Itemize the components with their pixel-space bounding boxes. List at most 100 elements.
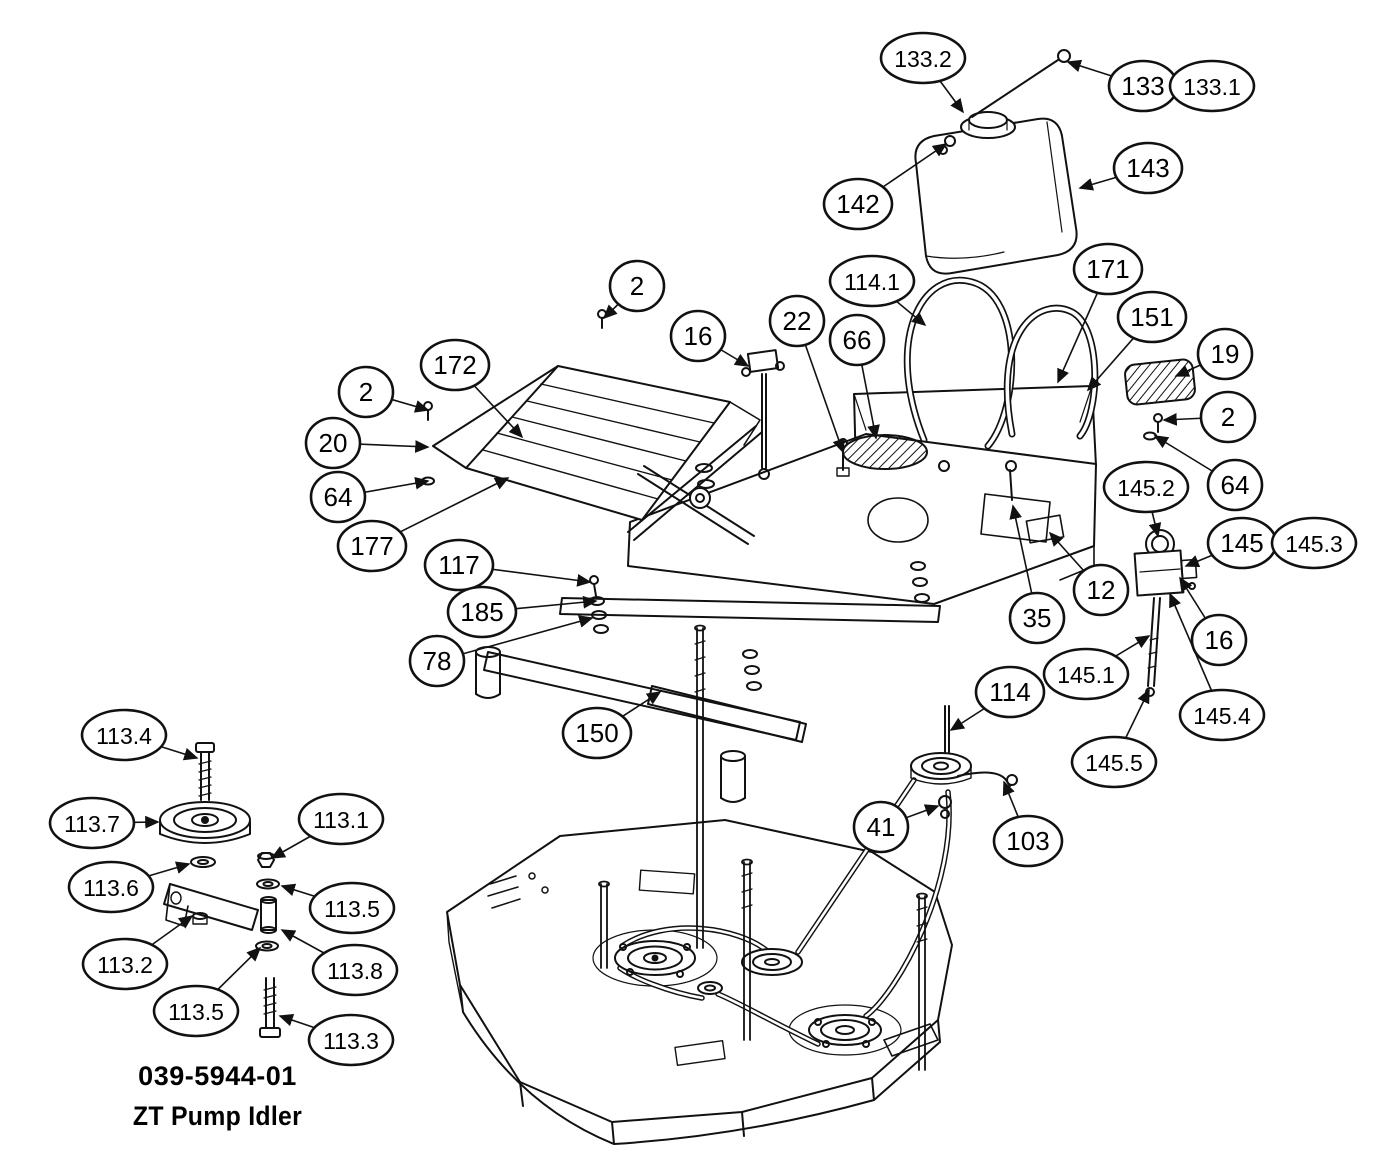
- frame-platform: [627, 433, 1097, 605]
- callout-balloon: 113.1: [297, 792, 385, 846]
- callout-balloon: 20: [304, 416, 362, 470]
- callout-label: 2: [359, 377, 373, 407]
- callout-balloon: 177: [336, 519, 408, 573]
- idler-pulley: [159, 801, 251, 844]
- callout-label: 113.5: [324, 896, 380, 922]
- callout-label: 113.7: [64, 811, 120, 837]
- callout-label: 133.1: [1183, 74, 1241, 100]
- idler-bolt-bottom: [259, 977, 281, 1038]
- callout-balloon: 66: [828, 313, 886, 367]
- callout-label: 113.5: [168, 999, 224, 1025]
- callout-balloon: 145.4: [1178, 688, 1266, 742]
- callout-label: 2: [630, 271, 644, 301]
- callout-balloon: 145: [1206, 516, 1278, 570]
- callout-label: 133.2: [894, 46, 952, 72]
- callout-balloon: 151: [1116, 290, 1188, 344]
- callout-label: 113.2: [97, 952, 153, 978]
- callout-balloon: 16: [669, 309, 727, 363]
- fuel-tank: [914, 49, 1078, 275]
- callout-label: 177: [350, 531, 393, 561]
- callout-balloon: 16: [1190, 613, 1248, 667]
- idler-bolt-top: [195, 742, 215, 801]
- callout-balloon: 64: [1206, 458, 1264, 512]
- callout-label: 16: [1205, 625, 1234, 655]
- callout-balloon: 35: [1008, 591, 1066, 645]
- callout-label: 145.4: [1193, 703, 1251, 729]
- callout-label: 143: [1126, 153, 1169, 183]
- callout-balloon: 114: [974, 665, 1046, 719]
- callout-balloon: 145.3: [1270, 516, 1358, 570]
- callout-balloon: 113.2: [81, 937, 169, 991]
- foot-pad: [1124, 358, 1196, 441]
- callout-label: 22: [783, 306, 812, 336]
- callout-balloon: 113.5: [152, 984, 240, 1038]
- mower-deck: [446, 819, 953, 1145]
- callout-balloon: 171: [1072, 242, 1144, 296]
- pump-rod: [1145, 597, 1161, 697]
- callout-label: 117: [438, 550, 479, 580]
- callout-balloon: 78: [408, 634, 466, 688]
- frame-rails: [475, 575, 941, 803]
- callout-balloon: 185: [446, 585, 518, 639]
- deck-logo: [487, 872, 549, 909]
- washer-64-right: [1143, 431, 1157, 441]
- callout-balloon: 19: [1196, 327, 1254, 381]
- part-number: 039-5944-01: [138, 1061, 297, 1091]
- callout-label: 66: [843, 325, 872, 355]
- idler-washer-lower: [255, 940, 279, 952]
- callout-balloon: 2: [608, 259, 666, 313]
- idler-nut: [938, 795, 952, 809]
- callout-label: 113.3: [323, 1028, 379, 1054]
- callout-label: 142: [836, 189, 879, 219]
- callout-label: 16: [684, 321, 713, 351]
- washer-stack-right: [742, 649, 762, 691]
- callout-balloon: 113.5: [308, 881, 396, 935]
- callout-balloon: 142: [822, 177, 894, 231]
- callout-balloon: 133: [1107, 59, 1179, 113]
- callout-label: 171: [1086, 254, 1129, 284]
- callout-balloon: 2: [1199, 390, 1257, 444]
- callout-label: 145.5: [1085, 750, 1143, 776]
- callout-balloon: 145.2: [1102, 460, 1190, 514]
- seat-plate: [421, 309, 761, 521]
- rail-bolt-stack: [589, 575, 609, 634]
- callout-label: 12: [1087, 575, 1116, 605]
- callout-label: 114.1: [844, 269, 900, 295]
- deck-handle: [883, 1023, 939, 1057]
- title-block: 039-5944-01 ZT Pump Idler: [110, 1060, 325, 1133]
- callout-label: 145.3: [1285, 531, 1343, 557]
- callout-label: 35: [1023, 603, 1052, 633]
- callout-label: 114: [989, 677, 1030, 707]
- callout-balloon: 64: [309, 470, 367, 524]
- callout-label: 78: [423, 646, 452, 676]
- callout-balloon: 113.4: [80, 708, 168, 762]
- frame-bracket-35: [980, 460, 1051, 543]
- callout-label: 133: [1121, 71, 1164, 101]
- caster-post-right: [720, 750, 746, 803]
- callout-balloon: 172: [419, 338, 491, 392]
- seat-pivot-arms: [627, 425, 763, 545]
- callout-label: 150: [575, 718, 618, 748]
- callout-label: 20: [319, 428, 348, 458]
- callout-balloon: 145.1: [1042, 647, 1130, 701]
- callout-label: 113.1: [313, 807, 369, 833]
- callout-label: 64: [1221, 470, 1250, 500]
- diagram-title: ZT Pump Idler: [132, 1101, 303, 1132]
- pump-assembly: [1133, 529, 1198, 697]
- callout-balloon: 117: [423, 538, 495, 592]
- callout-balloon: 133.2: [879, 31, 967, 85]
- callout-balloon: 113.6: [67, 860, 155, 914]
- callout-balloon: 2: [337, 365, 395, 419]
- callout-label: 41: [867, 812, 896, 842]
- callout-label: 2: [1221, 402, 1235, 432]
- idler-bracket: [163, 883, 259, 931]
- callout-balloon: 150: [561, 706, 633, 760]
- callout-label: 103: [1006, 826, 1049, 856]
- deck-idler-pulley: [697, 981, 723, 995]
- callout-label: 145.2: [1117, 475, 1175, 501]
- idler-arm-assembly: [910, 705, 1018, 819]
- idler-washer-mid: [256, 878, 280, 890]
- zt-pump-idler-exploded: [159, 742, 281, 1038]
